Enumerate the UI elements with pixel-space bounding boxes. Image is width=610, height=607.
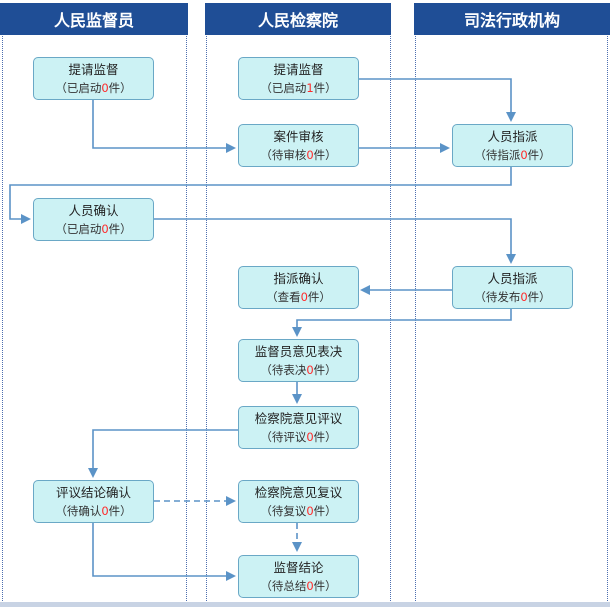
arrow-n4-n5 (9, 166, 512, 224)
node-count: （待指派0件） (474, 147, 551, 162)
count-number: 0 (306, 503, 314, 518)
arrow-n1-n3 (92, 99, 236, 153)
node-count: （查看0件） (266, 289, 331, 304)
count-number: 0 (101, 80, 109, 95)
node-count: （待发布0件） (474, 289, 551, 304)
node-supervisor-vote[interactable]: 监督员意见表决 （待表决0件） (238, 339, 359, 382)
lane-divider (607, 36, 608, 601)
arrow-n6-n8 (292, 308, 512, 337)
count-number: 0 (520, 289, 528, 304)
node-title: 案件审核 (273, 128, 324, 144)
node-supervisor-request[interactable]: 提请监督 （已启动0件） (33, 57, 154, 100)
node-title: 监督员意见表决 (254, 343, 343, 359)
node-personnel-assign-pending[interactable]: 人员指派 （待指派0件） (452, 124, 573, 167)
node-count: （待审核0件） (260, 147, 337, 162)
node-title: 人员指派 (487, 128, 538, 144)
lane-header-judicial-admin: 司法行政机构 (414, 3, 610, 35)
lane-header-supervisor: 人民监督员 (0, 3, 188, 35)
node-title: 评议结论确认 (55, 484, 131, 500)
count-number: 0 (101, 221, 109, 236)
node-title: 监督结论 (273, 559, 324, 575)
node-title: 提请监督 (273, 61, 324, 77)
count-number: 1 (306, 80, 314, 95)
arrow-n5-n6 (154, 218, 516, 264)
count-number: 0 (306, 429, 314, 444)
lane-divider (2, 36, 3, 601)
lane-divider (206, 36, 207, 601)
arrow-n10-n12 (92, 522, 236, 581)
lane-divider (186, 36, 187, 601)
arrow-n2-n4 (359, 78, 516, 122)
node-title: 检察院意见评议 (254, 410, 343, 426)
node-count: （待确认0件） (55, 503, 132, 518)
count-number: 0 (520, 147, 528, 162)
node-procuratorate-reconsider[interactable]: 检察院意见复议 （待复议0件） (238, 480, 359, 523)
node-title: 指派确认 (273, 270, 324, 286)
node-assign-confirm[interactable]: 指派确认 （查看0件） (238, 266, 359, 309)
count-number: 0 (101, 503, 109, 518)
node-count: （待评议0件） (260, 429, 337, 444)
lane-divider (390, 36, 391, 601)
count-number: 0 (306, 578, 314, 593)
node-title: 人员指派 (487, 270, 538, 286)
node-count: （待复议0件） (260, 503, 337, 518)
node-conclusion-confirm[interactable]: 评议结论确认 （待确认0件） (33, 480, 154, 523)
count-number: 0 (306, 362, 314, 377)
node-title: 人员确认 (68, 202, 119, 218)
node-count: （已启动0件） (55, 221, 132, 236)
count-number: 0 (300, 289, 308, 304)
node-count: （待表决0件） (260, 362, 337, 377)
node-personnel-confirm[interactable]: 人员确认 （已启动0件） (33, 198, 154, 241)
node-title: 提请监督 (68, 61, 119, 77)
node-procuratorate-review[interactable]: 检察院意见评议 （待评议0件） (238, 406, 359, 449)
bottom-bar (0, 602, 610, 607)
node-procuratorate-request[interactable]: 提请监督 （已启动1件） (238, 57, 359, 100)
node-title: 检察院意见复议 (254, 484, 343, 500)
node-supervision-conclusion[interactable]: 监督结论 （待总结0件） (238, 555, 359, 598)
node-case-review[interactable]: 案件审核 （待审核0件） (238, 124, 359, 167)
node-count: （已启动1件） (260, 80, 337, 95)
count-number: 0 (306, 147, 314, 162)
node-personnel-assign-publish[interactable]: 人员指派 （待发布0件） (452, 266, 573, 309)
node-count: （待总结0件） (260, 578, 337, 593)
node-count: （已启动0件） (55, 80, 132, 95)
lane-header-procuratorate: 人民检察院 (205, 3, 391, 35)
lane-divider (415, 36, 416, 601)
